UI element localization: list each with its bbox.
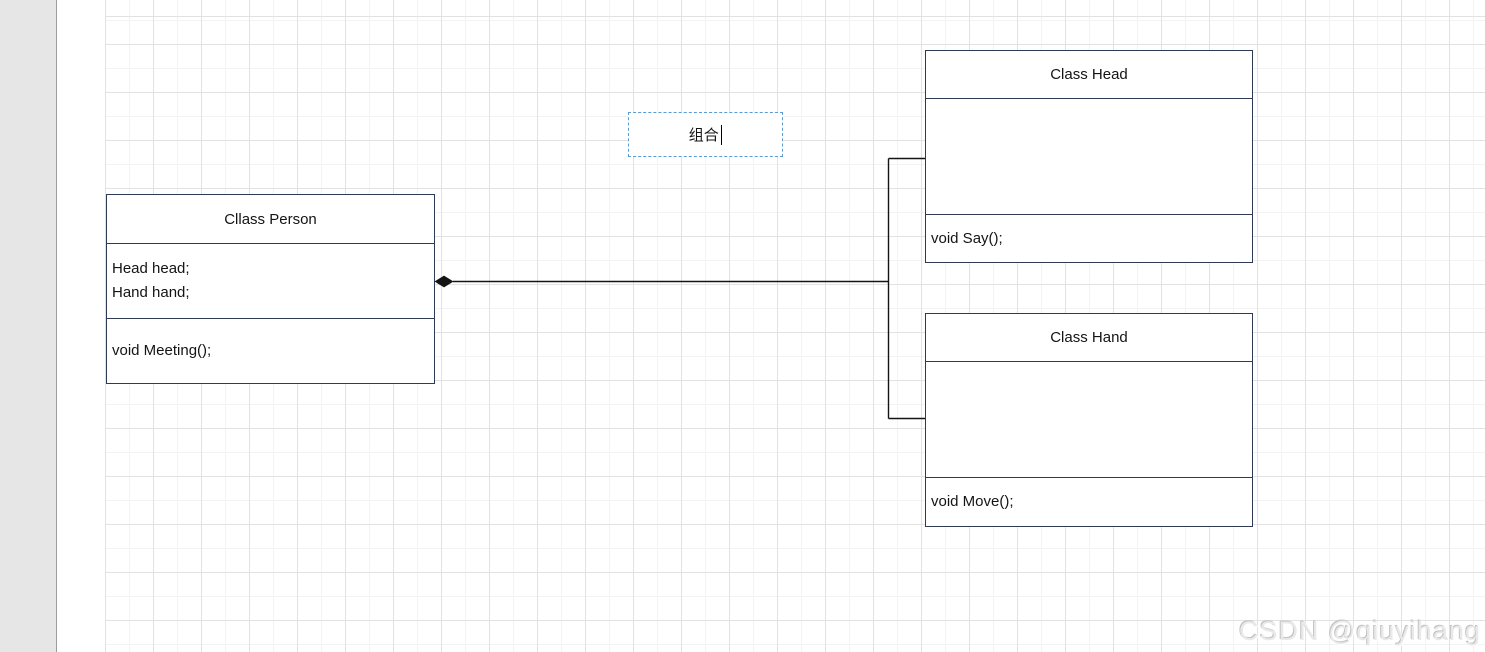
field-line: Head head; xyxy=(112,260,190,277)
method-line: void Move(); xyxy=(931,493,1014,510)
class-title: Cllass Person xyxy=(107,195,434,244)
class-methods-compartment: void Move(); xyxy=(926,478,1252,526)
text-caret xyxy=(720,124,723,145)
method-line: void Meeting(); xyxy=(112,342,212,359)
watermark: CSDN @qiuyihang xyxy=(1238,616,1481,646)
side-panel xyxy=(0,0,57,652)
edge-label-text: 组合 xyxy=(688,127,719,144)
class-fields-compartment xyxy=(926,99,1252,215)
class-methods-compartment: void Say(); xyxy=(926,215,1252,262)
class-fields-compartment xyxy=(926,362,1252,478)
class-box-person[interactable]: Cllass Person Head head; Hand hand; void… xyxy=(106,194,435,384)
composition-diamond-icon xyxy=(434,275,454,288)
class-title: Class Hand xyxy=(926,314,1252,362)
method-line: void Say(); xyxy=(931,229,1003,247)
class-fields-compartment: Head head; Hand hand; xyxy=(107,244,434,319)
class-box-hand[interactable]: Class Hand void Move(); xyxy=(925,313,1253,527)
field-line: Hand hand; xyxy=(112,284,190,301)
edge-label-editbox[interactable]: 组合 xyxy=(628,112,783,157)
class-box-head[interactable]: Class Head void Say(); xyxy=(925,50,1253,263)
class-title: Class Head xyxy=(926,51,1252,99)
class-methods-compartment: void Meeting(); xyxy=(107,319,434,383)
